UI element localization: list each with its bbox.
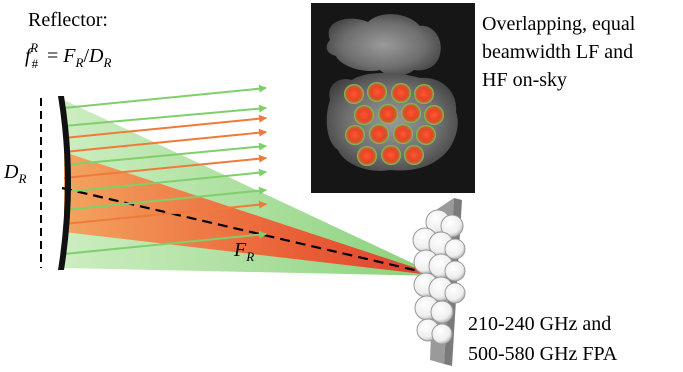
outgoing-rays [63,84,267,255]
ray-orange [63,200,267,225]
ray-green [63,142,267,166]
overlap-caption-line2: beamwidth LF and [482,41,633,63]
ray-green [63,104,267,127]
comet-image [311,3,475,193]
fpa-caption-line1: 210-240 GHz and [468,313,611,335]
focal-axis-line [61,186,441,278]
beam-footprints [344,82,444,166]
comet-nucleus-upper [326,14,441,76]
ray-green [63,84,267,109]
focal-plane-array-icon [412,198,466,366]
ray-green [63,186,267,211]
overlap-caption-line1: Overlapping, equal [482,13,636,35]
focal-length-label: FR [233,239,254,264]
fpa-caption-line2: 500-580 GHz FPA [468,343,618,365]
aperture-diameter-label: DR [3,161,26,186]
parabolic-reflector-icon [58,96,71,270]
reflector-title: Reflector: [28,9,108,31]
ray-green [63,168,267,193]
ray-green [63,230,267,255]
overlap-caption-line3: HF on-sky [482,69,567,91]
fnumber-equation: f#R = FR/DR [25,40,111,71]
feed-horn-array [412,209,466,345]
ray-orange [63,114,267,139]
ray-orange [63,154,267,179]
ray-orange [63,128,267,153]
